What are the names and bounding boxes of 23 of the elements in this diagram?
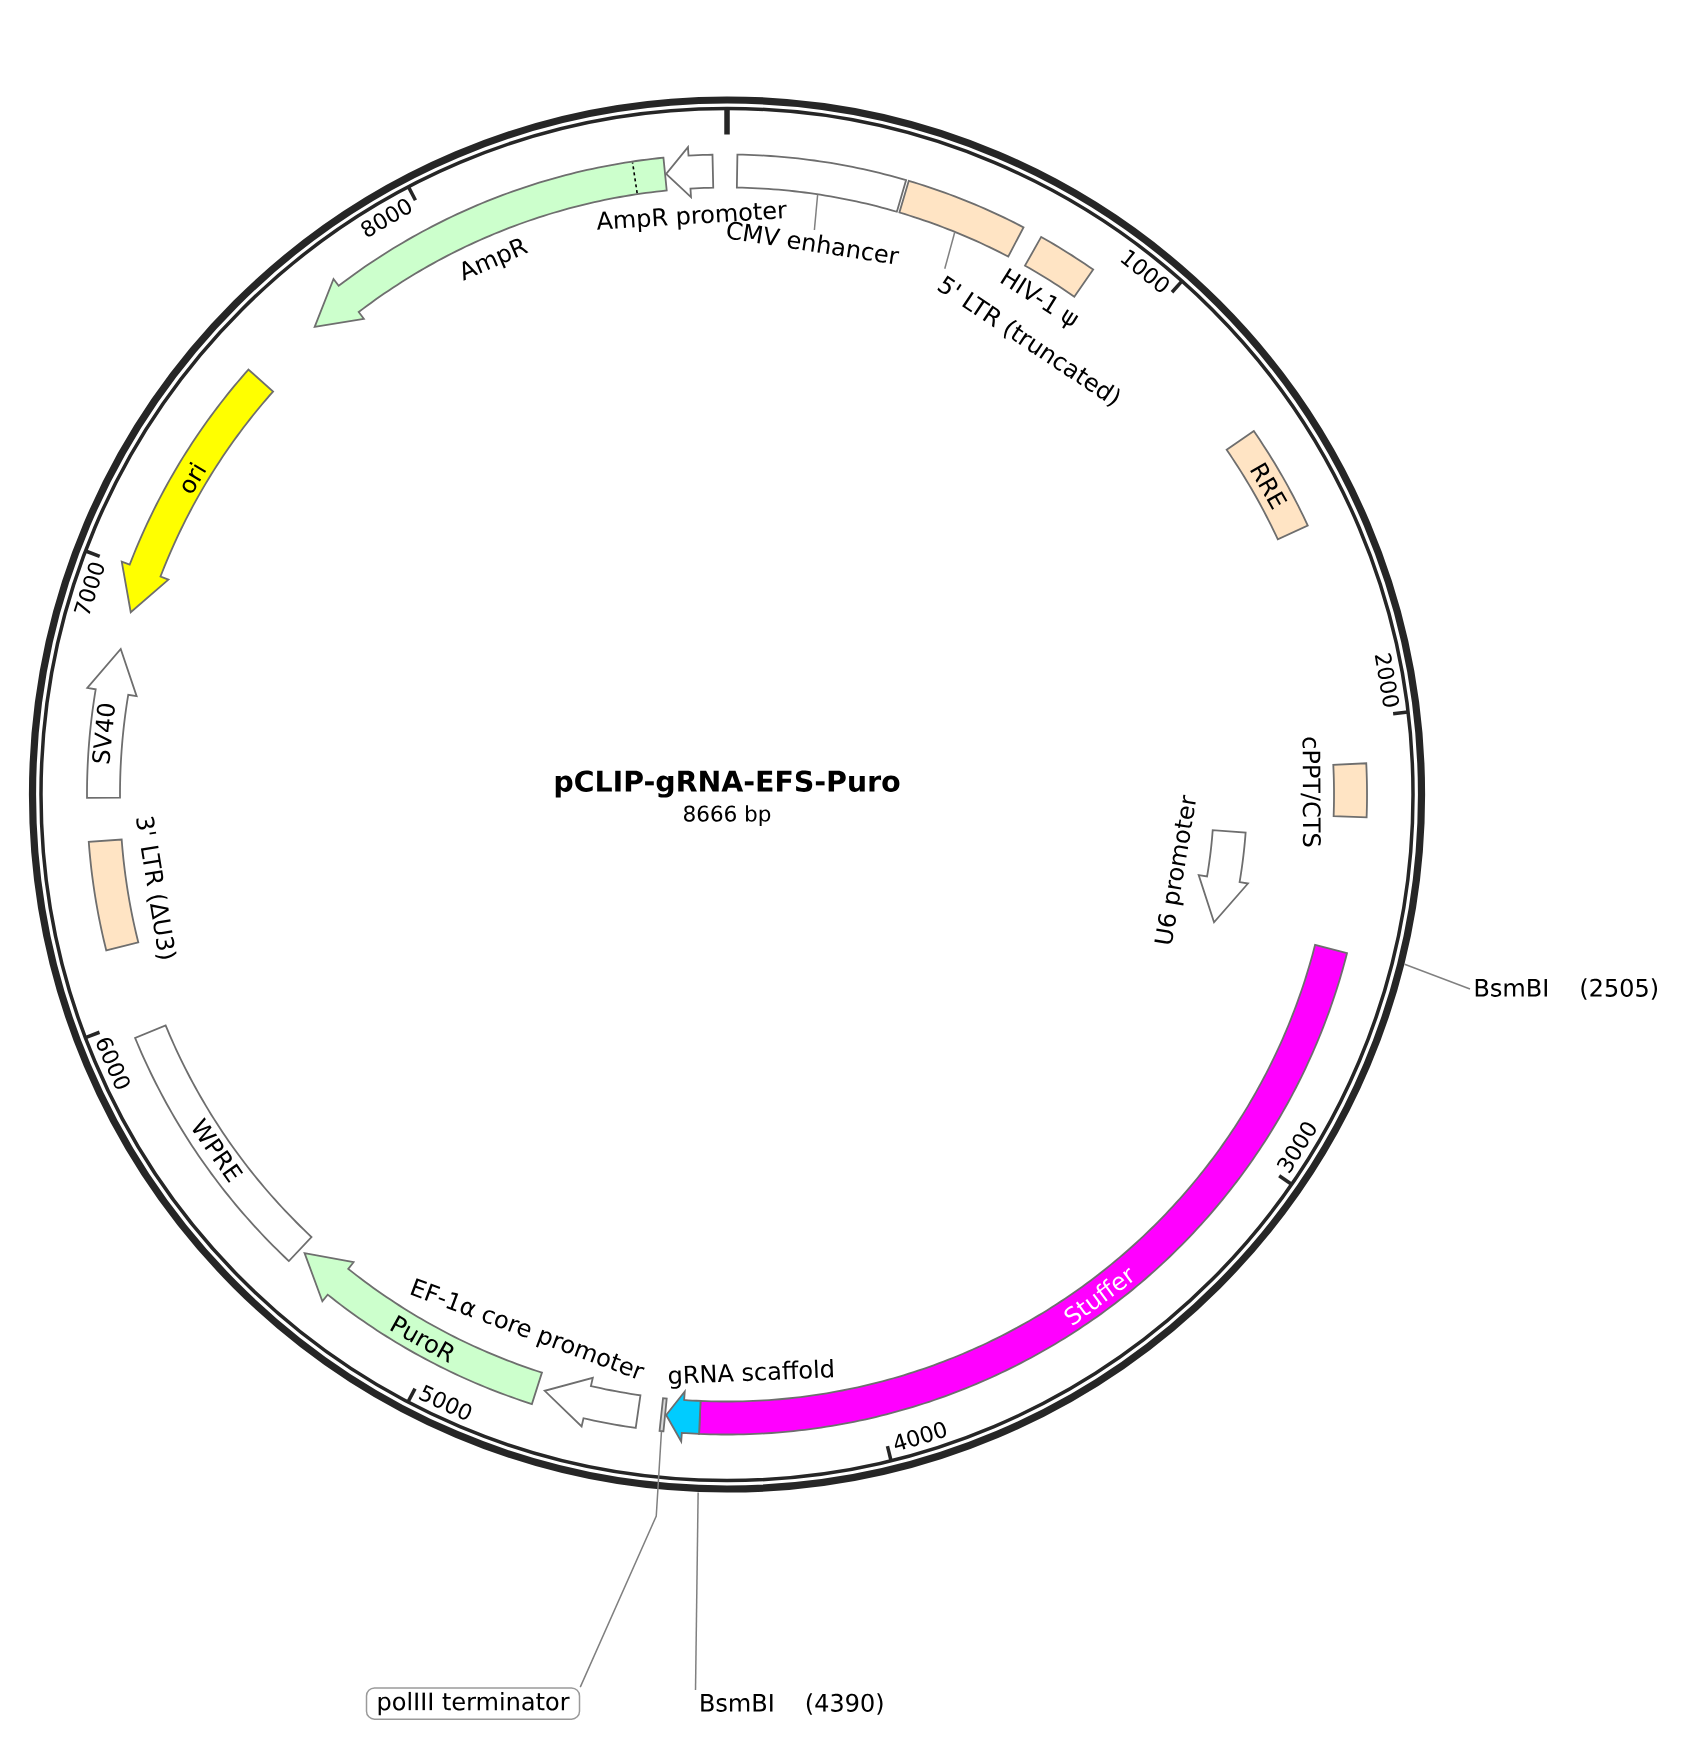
site-label: BsmBI (4390) xyxy=(701,1693,883,1715)
feature-box xyxy=(898,179,1025,258)
plasmid-size: 8666 bp xyxy=(684,805,771,826)
leader-line xyxy=(579,1430,663,1688)
feature-label: ori xyxy=(182,461,207,493)
tick-label: 2000 xyxy=(1374,653,1400,707)
site-label: BsmBI (2505) xyxy=(1475,978,1658,1000)
leader-line xyxy=(944,231,956,270)
leader-line xyxy=(813,193,819,231)
feature-label: U6 promoter xyxy=(1154,794,1196,944)
feature-label: SV40 xyxy=(92,703,115,764)
label-box: polIII terminator xyxy=(365,1687,581,1720)
tick-label: 4000 xyxy=(894,1421,946,1450)
tick-label: 5000 xyxy=(418,1384,472,1420)
plasmid-name: pCLIP-gRNA-EFS-Puro xyxy=(555,770,900,798)
feature-label: cPPT/CTS xyxy=(1300,737,1321,847)
leader-line xyxy=(1403,963,1471,990)
feature-label: RRE xyxy=(1250,462,1288,510)
feature-label: gRNA scaffold xyxy=(668,1359,834,1389)
leader-line xyxy=(694,1491,699,1691)
feature-label: 3' LTR (ΔU3) xyxy=(136,816,177,959)
feature-bar xyxy=(658,1397,668,1433)
tick-label: 7000 xyxy=(73,562,105,614)
